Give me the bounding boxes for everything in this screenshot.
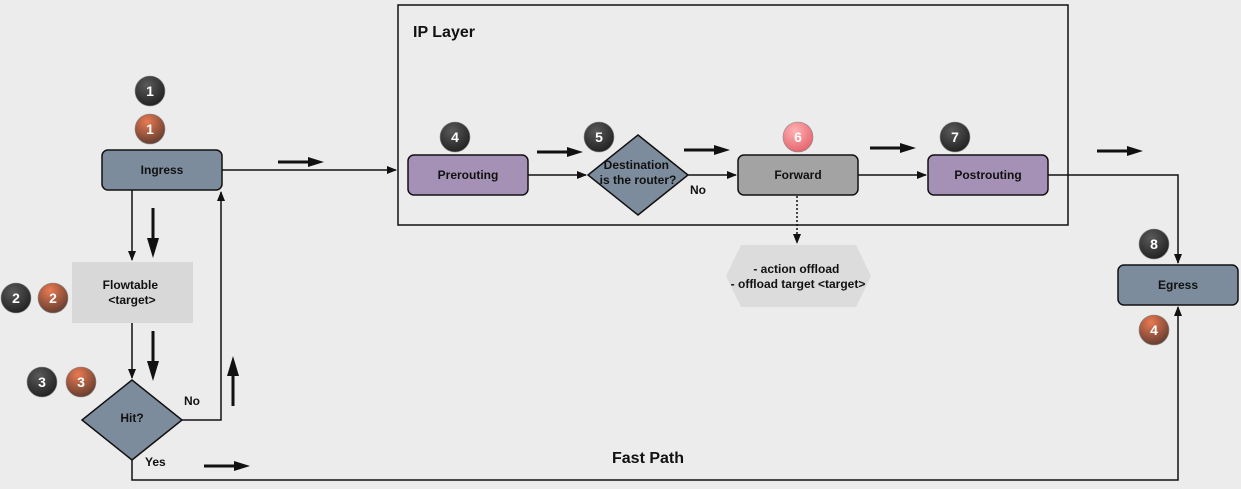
- forward-label: Forward: [774, 168, 821, 182]
- hit-label: Hit?: [120, 411, 143, 425]
- direction-arrow-down: [147, 331, 159, 381]
- offload-action-node: - action offload - offload target <targe…: [726, 245, 871, 307]
- svg-text:4: 4: [1150, 322, 1158, 338]
- prerouting-label: Prerouting: [438, 168, 499, 182]
- step-badge: 5: [583, 121, 615, 153]
- nodes: Ingress Flowtable <target> Hit? Prerouti…: [72, 134, 1239, 461]
- svg-text:3: 3: [38, 374, 46, 390]
- direction-arrow-right: [278, 157, 324, 167]
- step-badge: 7: [939, 121, 971, 153]
- direction-arrow-down: [147, 208, 159, 258]
- step-badge: 4: [439, 121, 471, 153]
- step-badge: 3: [65, 366, 97, 398]
- egress-node: Egress: [1117, 264, 1239, 306]
- ip-layer-box: [397, 4, 1069, 226]
- edge-fast-path: [131, 306, 1182, 481]
- step-badge: 2: [0, 282, 32, 314]
- step-badge: 1: [134, 113, 166, 145]
- flowtable-node: Flowtable <target>: [72, 262, 193, 323]
- forward-node: Forward: [737, 154, 859, 196]
- step-badge: 8: [1138, 228, 1170, 260]
- prerouting-node: Prerouting: [407, 154, 529, 196]
- ip-layer-title: IP Layer: [413, 24, 475, 41]
- edge-labels: No Yes No Fast Path: [145, 183, 706, 469]
- step-badge: 6: [782, 121, 814, 153]
- direction-arrow-right: [1097, 146, 1143, 156]
- egress-label: Egress: [1158, 278, 1198, 292]
- destination-no-label: No: [690, 183, 706, 197]
- svg-text:2: 2: [49, 290, 57, 306]
- connectors: [128, 166, 1182, 481]
- direction-arrow-right: [870, 143, 916, 153]
- svg-text:- action offload - off: - action offload - offload target <targe…: [731, 262, 866, 291]
- direction-arrow-right: [204, 461, 250, 471]
- svg-text:5: 5: [595, 129, 603, 145]
- ingress-node: Ingress: [101, 149, 223, 191]
- offload-target-label: - offload target <target>: [731, 277, 866, 291]
- step-badges: 1 1 2 2 3 3 4 5: [0, 75, 1170, 398]
- ingress-label: Ingress: [141, 163, 184, 177]
- svg-text:8: 8: [1150, 236, 1158, 252]
- flowtable-target-label: <target>: [108, 293, 155, 307]
- ip-layer-group: IP Layer: [397, 4, 1069, 226]
- step-badge: 3: [26, 366, 58, 398]
- destination-label: Destination: [604, 158, 669, 172]
- flowtable-label: Flowtable: [103, 278, 159, 292]
- svg-text:Destination is the rou: Destination is the router?: [600, 158, 677, 187]
- svg-text:6: 6: [794, 129, 802, 145]
- direction-arrow-right: [537, 147, 583, 157]
- step-badge: 4: [1138, 314, 1170, 346]
- hit-decision-node: Hit?: [80, 379, 184, 461]
- postrouting-label: Postrouting: [954, 168, 1021, 182]
- edge-postrouting-to-egress: [1048, 174, 1182, 264]
- svg-text:3: 3: [77, 374, 85, 390]
- offload-action-label: - action offload: [753, 262, 839, 276]
- direction-arrow-up: [227, 356, 239, 406]
- svg-text:Flowtable <target>: Flowtable <target>: [103, 278, 162, 307]
- hit-yes-label: Yes: [145, 455, 166, 469]
- svg-text:1: 1: [146, 121, 154, 137]
- fast-path-label: Fast Path: [612, 450, 684, 467]
- destination-decision-node: Destination is the router?: [586, 134, 690, 216]
- destination-question-label: is the router?: [600, 173, 677, 187]
- postrouting-node: Postrouting: [927, 154, 1049, 196]
- svg-text:1: 1: [146, 83, 154, 99]
- step-badge: 1: [134, 75, 166, 107]
- direction-arrow-right: [684, 145, 730, 155]
- step-badge: 2: [37, 282, 69, 314]
- edge-hit-no-to-ingress: [182, 191, 225, 421]
- direction-arrows: [147, 143, 1143, 471]
- svg-text:7: 7: [951, 129, 959, 145]
- svg-text:4: 4: [451, 129, 459, 145]
- svg-text:2: 2: [12, 290, 20, 306]
- hit-no-label: No: [184, 394, 200, 408]
